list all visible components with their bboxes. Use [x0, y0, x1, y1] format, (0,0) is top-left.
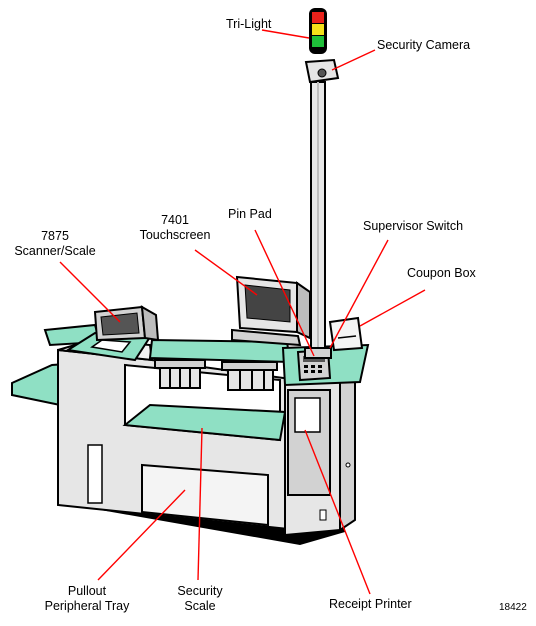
label-security-scale: Security Scale — [160, 584, 240, 614]
label-pin-pad: Pin Pad — [228, 207, 272, 222]
label-security-camera: Security Camera — [377, 38, 470, 53]
callout-coupon-box — [360, 290, 425, 326]
bag-rack-left — [155, 360, 205, 388]
receipt-slot — [295, 398, 320, 432]
callout-security-camera — [332, 50, 375, 70]
coupon-box — [330, 318, 362, 350]
figure-number: 18422 — [499, 600, 527, 615]
tri-light-green — [312, 36, 324, 47]
touchscreen-side — [297, 283, 310, 338]
camera-lens — [318, 69, 326, 77]
scanner-display-screen — [101, 313, 139, 335]
label-touchscreen: 7401 Touchscreen — [130, 213, 220, 243]
label-tri-light: Tri-Light — [226, 17, 271, 32]
label-security-scale-line1: Security — [160, 584, 240, 599]
side-vent — [88, 445, 102, 503]
label-pullout-tray-line2: Peripheral Tray — [32, 599, 142, 614]
bag-rack-right — [222, 362, 277, 390]
label-supervisor-switch: Supervisor Switch — [363, 219, 463, 234]
label-scanner-scale: 7875 Scanner/Scale — [10, 229, 100, 259]
label-pullout-tray-line1: Pullout — [32, 584, 142, 599]
label-touchscreen-line1: 7401 — [130, 213, 220, 228]
label-receipt-printer: Receipt Printer — [329, 597, 412, 612]
label-coupon-box: Coupon Box — [407, 266, 476, 281]
scanner-display-side — [142, 307, 158, 340]
label-scanner-scale-line2: Scanner/Scale — [10, 244, 100, 259]
callout-scanner — [60, 262, 120, 322]
tri-light-yellow — [312, 24, 324, 35]
label-scanner-scale-line1: 7875 — [10, 229, 100, 244]
tri-light-red — [312, 12, 324, 23]
right-pedestal-side — [340, 370, 355, 530]
callout-touchscreen — [195, 250, 257, 295]
label-security-scale-line2: Scale — [160, 599, 240, 614]
pedestal-latch — [320, 510, 326, 520]
pedestal-keyhole — [346, 463, 350, 467]
label-touchscreen-line2: Touchscreen — [130, 228, 220, 243]
label-pullout-tray: Pullout Peripheral Tray — [32, 584, 142, 614]
pole-base — [305, 348, 331, 358]
